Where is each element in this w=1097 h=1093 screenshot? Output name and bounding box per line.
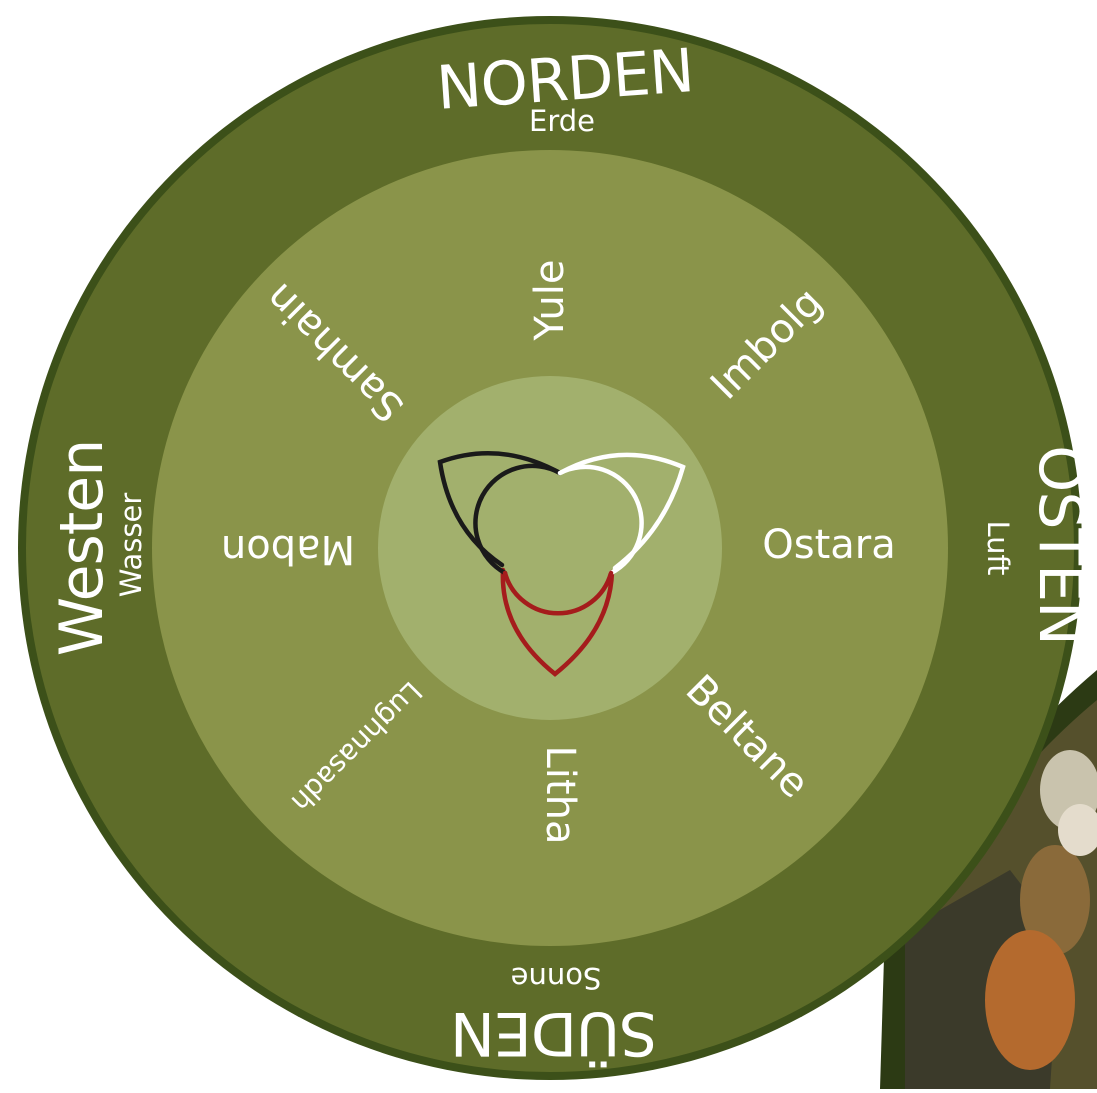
- west-label: Westen: [47, 440, 117, 656]
- festival-litha: Litha: [537, 746, 583, 845]
- east-label: OSTEN: [1025, 445, 1095, 645]
- south-element: Sonne: [511, 961, 602, 995]
- south-label: SÜDEN: [451, 998, 657, 1069]
- festival-mabon: Mabon: [221, 526, 355, 572]
- festival-ostara: Ostara: [762, 522, 895, 568]
- north-element: Erde: [529, 104, 595, 138]
- festival-yule: Yule: [527, 260, 573, 342]
- east-element: Luft: [981, 520, 1015, 575]
- west-element: Wasser: [114, 493, 148, 598]
